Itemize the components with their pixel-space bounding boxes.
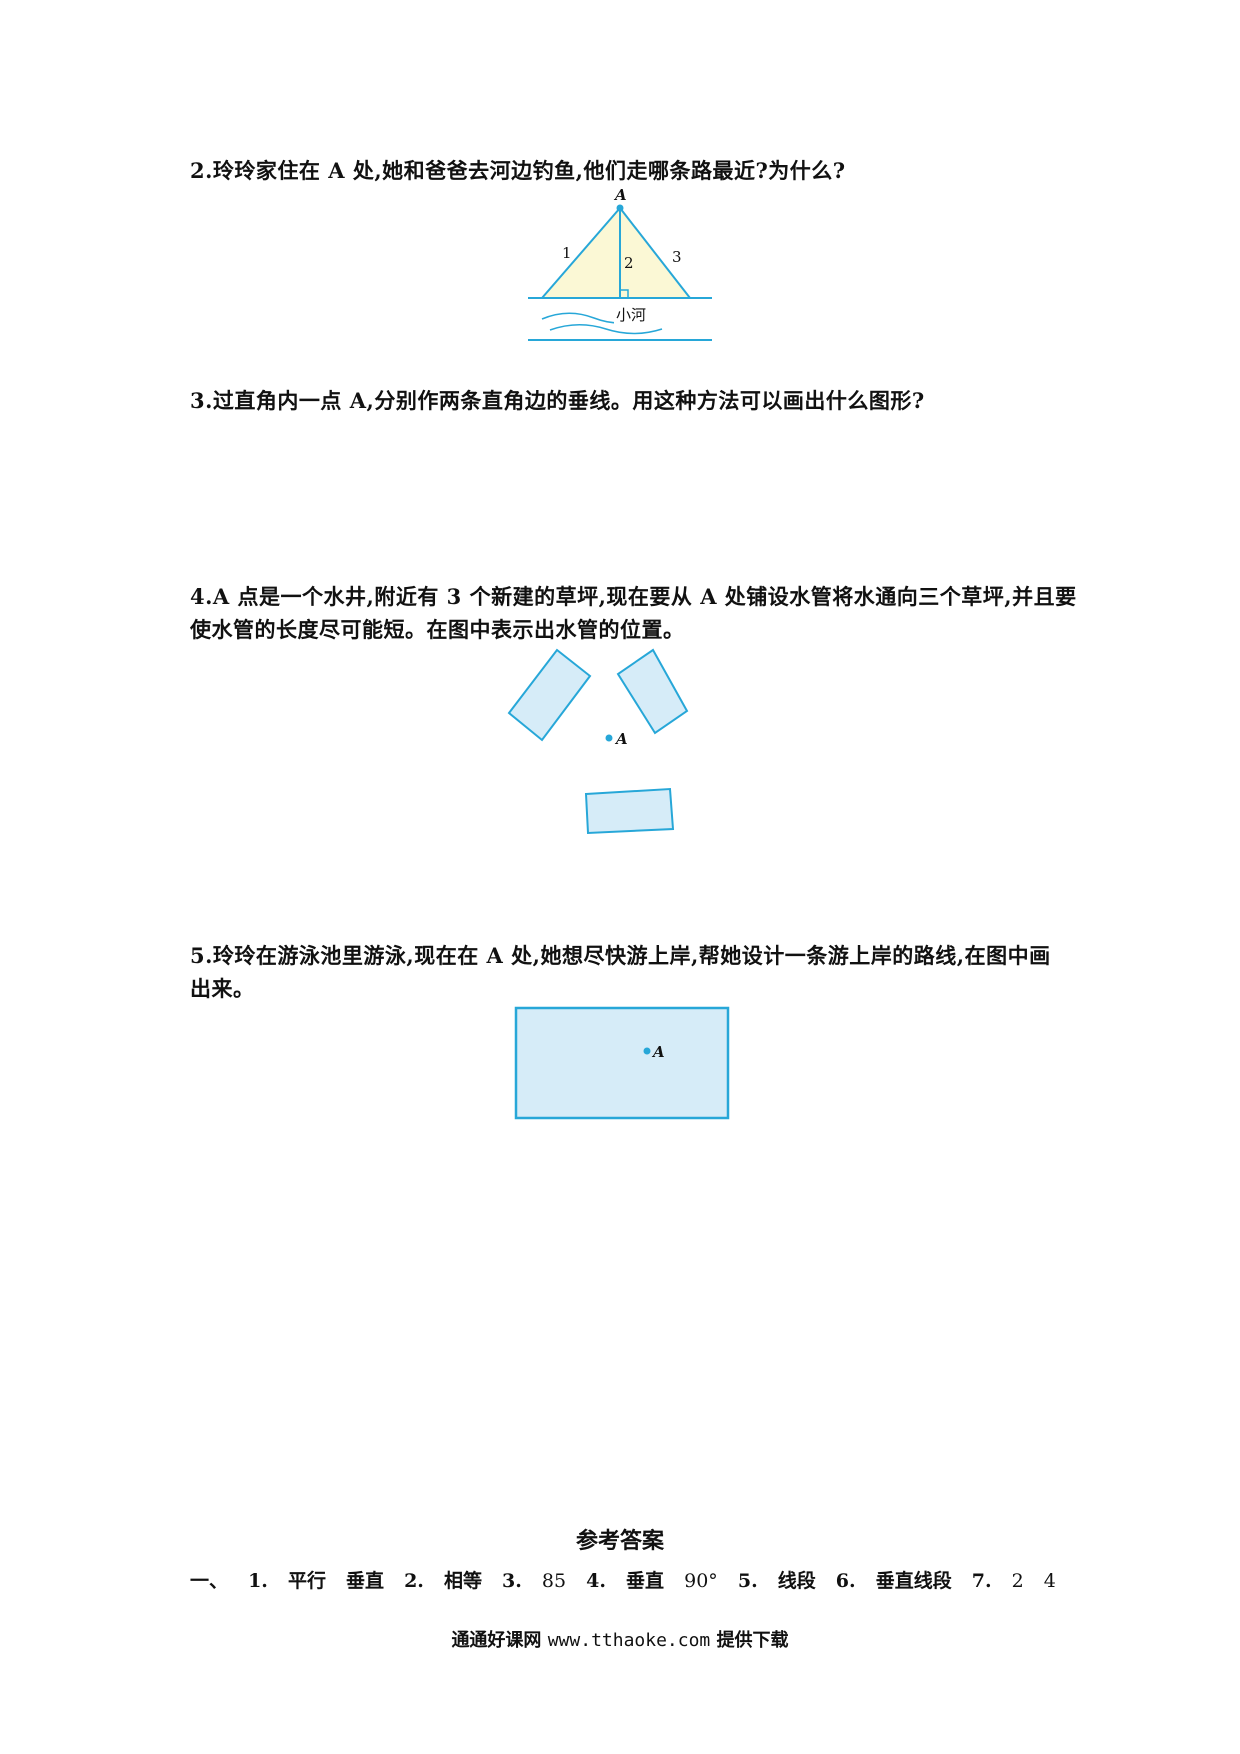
question-5-line-2: 出来。 bbox=[190, 976, 255, 1001]
lawn-right bbox=[616, 648, 689, 735]
question-5: 5.玲玲在游泳池里游泳,现在在 A 处,她想尽快游上岸,帮她设计一条游上岸的路线… bbox=[190, 939, 1051, 1005]
question-2-line-1: 2.玲玲家住在 A 处,她和爸爸去河边钓鱼,他们走哪条路最近?为什么? bbox=[190, 158, 846, 183]
river-figure: A 1 2 3 小河 bbox=[528, 186, 712, 341]
pool-figure: A bbox=[514, 1006, 730, 1120]
answers-title: 参考答案 bbox=[575, 1528, 664, 1554]
question-3-line-1: 3.过直角内一点 A,分别作两条直角边的垂线。用这种方法可以画出什么图形? bbox=[190, 388, 925, 413]
point-a-label: A bbox=[651, 1043, 665, 1061]
answer-section: 一、 bbox=[190, 1570, 229, 1592]
answer-text: 平行 bbox=[287, 1570, 326, 1592]
answer-value: 4 bbox=[1043, 1570, 1056, 1592]
point-a-label: A bbox=[614, 730, 628, 748]
path-3-line bbox=[619, 207, 691, 299]
answer-num-6: 6. bbox=[835, 1570, 856, 1592]
answer-text: 垂直 bbox=[346, 1570, 385, 1592]
point-a-label: A bbox=[613, 186, 627, 204]
answer-num-2: 2. bbox=[404, 1570, 424, 1592]
question-4: 4.A 点是一个水井,附近有 3 个新建的草坪,现在要从 A 处铺设水管将水通向… bbox=[190, 580, 1077, 646]
point-a bbox=[616, 204, 624, 212]
footer-site: 通通好课网 bbox=[451, 1630, 542, 1651]
river-wave-2 bbox=[549, 324, 663, 335]
answer-value: 85 bbox=[541, 1570, 567, 1592]
answer-num-1: 1. bbox=[248, 1570, 268, 1592]
answer-value: 2 bbox=[1011, 1570, 1024, 1592]
lawns-figure: A bbox=[507, 648, 689, 835]
path-2-label: 2 bbox=[624, 254, 634, 272]
answer-text: 线段 bbox=[777, 1570, 816, 1592]
footer: 通通好课网 www.tthaoke.com 提供下载 bbox=[0, 1626, 1240, 1652]
lawn-bottom bbox=[584, 787, 675, 835]
answers-line: 一、 1. 平行 垂直 2. 相等 3. 85 4. 垂直 90° 5. 线段 … bbox=[190, 1566, 1070, 1593]
path-1-line bbox=[541, 207, 621, 299]
river-label-bg bbox=[614, 304, 654, 324]
answer-text: 相等 bbox=[443, 1570, 482, 1592]
answer-value: 90° bbox=[684, 1570, 718, 1592]
point-a bbox=[605, 734, 613, 742]
footer-suffix: 提供下载 bbox=[716, 1630, 789, 1651]
question-2: 2.玲玲家住在 A 处,她和爸爸去河边钓鱼,他们走哪条路最近?为什么? bbox=[190, 154, 846, 187]
answer-num-4: 4. bbox=[586, 1570, 606, 1592]
swimming-pool bbox=[514, 1006, 730, 1120]
point-a bbox=[643, 1047, 651, 1055]
question-5-line-1: 5.玲玲在游泳池里游泳,现在在 A 处,她想尽快游上岸,帮她设计一条游上岸的路线… bbox=[190, 943, 1051, 968]
triangle-region bbox=[542, 208, 690, 298]
footer-url: www.tthaoke.com bbox=[547, 1630, 711, 1651]
answer-num-3: 3. bbox=[502, 1570, 522, 1592]
answer-text: 垂直线段 bbox=[875, 1570, 952, 1592]
right-angle-mark bbox=[620, 289, 629, 298]
question-3: 3.过直角内一点 A,分别作两条直角边的垂线。用这种方法可以画出什么图形? bbox=[190, 384, 925, 417]
question-4-line-1: 4.A 点是一个水井,附近有 3 个新建的草坪,现在要从 A 处铺设水管将水通向… bbox=[190, 584, 1077, 609]
answer-text: 垂直 bbox=[626, 1570, 665, 1592]
path-3-label: 3 bbox=[672, 248, 682, 266]
lawn-left bbox=[507, 648, 592, 742]
river-label: 小河 bbox=[616, 306, 646, 324]
path-1-label: 1 bbox=[562, 244, 572, 262]
question-4-line-2: 使水管的长度尽可能短。在图中表示出水管的位置。 bbox=[190, 617, 685, 642]
answer-num-7: 7. bbox=[971, 1570, 992, 1592]
answer-num-5: 5. bbox=[737, 1570, 758, 1592]
